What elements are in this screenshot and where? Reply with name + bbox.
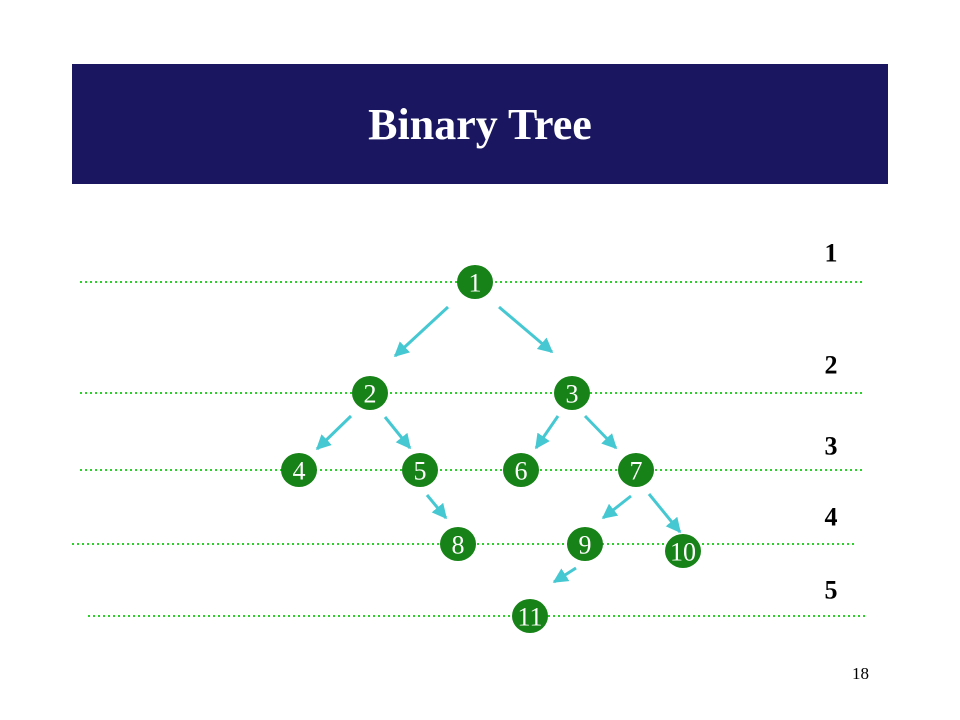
tree-node-7: 7 xyxy=(618,453,654,487)
node-circle xyxy=(512,599,548,633)
level-label-5: 5 xyxy=(825,576,838,605)
tree-node-5: 5 xyxy=(402,453,438,487)
tree-node-4: 4 xyxy=(281,453,317,487)
level-label-4: 4 xyxy=(825,503,838,532)
tree-node-6: 6 xyxy=(503,453,539,487)
tree-node-1: 1 xyxy=(457,265,493,299)
tree-node-2: 2 xyxy=(352,376,388,410)
node-label: 1 xyxy=(469,269,482,298)
node-label: 6 xyxy=(515,457,528,486)
title-bar: Binary Tree xyxy=(72,64,888,184)
node-circle xyxy=(352,376,388,410)
slide-title: Binary Tree xyxy=(368,99,592,149)
node-circle xyxy=(503,453,539,487)
edge-n7-n9 xyxy=(601,494,632,520)
edge-n7-n10 xyxy=(647,493,682,534)
node-label: 8 xyxy=(452,531,465,560)
page-number: 18 xyxy=(852,664,869,683)
node-circle xyxy=(281,453,317,487)
node-label: 11 xyxy=(517,603,542,632)
edge-n1-n2 xyxy=(393,305,450,358)
node-circle xyxy=(665,534,701,568)
node-label: 4 xyxy=(293,457,306,486)
tree-node-9: 9 xyxy=(567,527,603,561)
level-labels: 1 2 3 4 5 xyxy=(825,239,838,605)
node-circle xyxy=(618,453,654,487)
tree-node-3: 3 xyxy=(554,376,590,410)
node-label: 10 xyxy=(670,538,696,567)
node-circle xyxy=(402,453,438,487)
level-lines xyxy=(72,281,868,617)
node-label: 2 xyxy=(364,380,377,409)
node-label: 5 xyxy=(414,457,427,486)
level-label-3: 3 xyxy=(825,432,838,461)
node-circle xyxy=(457,265,493,299)
edge-n9-n11 xyxy=(552,566,577,584)
tree-node-11: 11 xyxy=(512,599,548,633)
level-label-2: 2 xyxy=(825,351,838,380)
edge-n2-n5 xyxy=(383,416,412,450)
edge-n2-n4 xyxy=(315,414,353,451)
node-label: 7 xyxy=(630,457,643,486)
tree-node-10: 10 xyxy=(665,534,701,568)
level-label-1: 1 xyxy=(825,239,838,268)
node-label: 9 xyxy=(579,531,592,560)
node-label: 3 xyxy=(566,380,579,409)
edge-n5-n8 xyxy=(425,494,448,520)
edge-n3-n7 xyxy=(583,414,618,450)
tree-node-8: 8 xyxy=(440,527,476,561)
edge-n1-n3 xyxy=(498,305,554,354)
tree-edges xyxy=(315,305,682,584)
tree-nodes: 1 2 3 4 5 6 7 8 9 10 11 xyxy=(281,265,701,633)
node-circle xyxy=(567,527,603,561)
edge-n3-n6 xyxy=(534,415,560,450)
node-circle xyxy=(554,376,590,410)
node-circle xyxy=(440,527,476,561)
